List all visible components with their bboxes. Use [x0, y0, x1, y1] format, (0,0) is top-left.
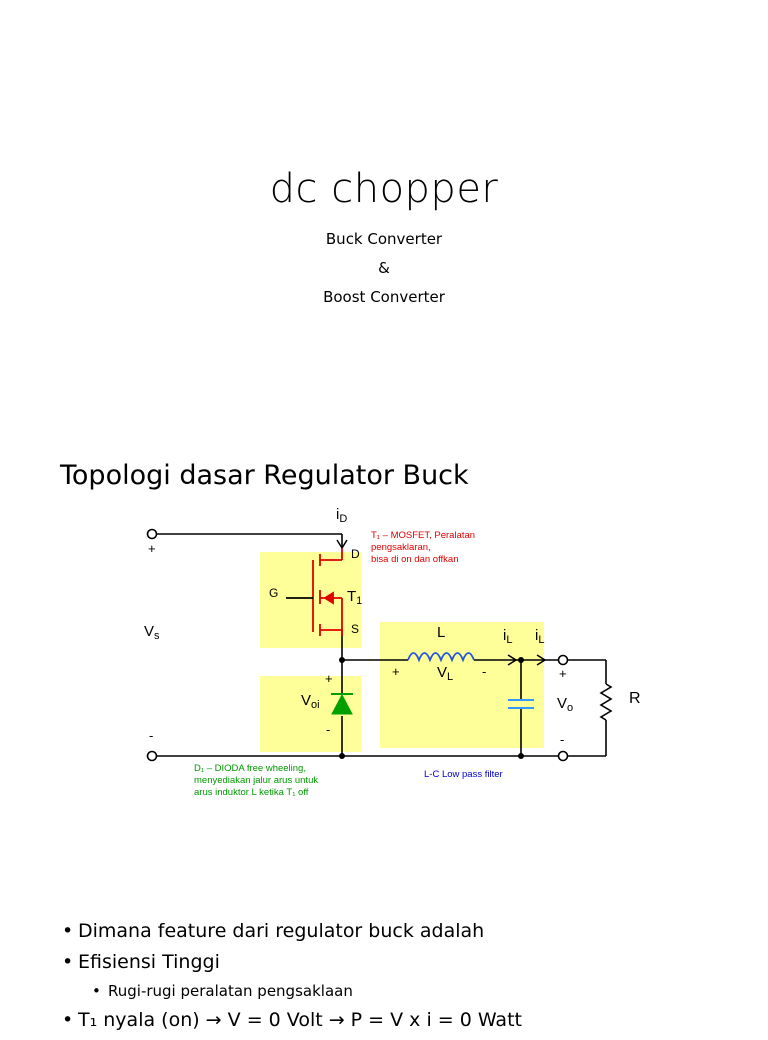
- resistor-icon: [599, 683, 613, 721]
- label-resistor: R: [629, 690, 641, 707]
- label-VL-minus: -: [482, 664, 486, 679]
- input-terminal-plus: [146, 528, 158, 540]
- bullet-subitem: •Rugi-rugi peralatan pengsaklaan: [92, 982, 353, 1000]
- label-input-plus: +: [148, 541, 156, 556]
- output-terminal-minus: [557, 750, 569, 762]
- note-filter: L-C Low pass filter: [424, 769, 503, 780]
- note-mosfet-line-1: T₁ – MOSFET, Peralatan: [371, 530, 475, 541]
- capacitor-icon: [508, 699, 534, 709]
- label-Voi: Voi: [301, 692, 320, 711]
- mosfet-highlight: [260, 552, 361, 648]
- note-diode-line-1: D₁ – DIODA free wheeling,: [194, 763, 306, 774]
- inductor-icon: [407, 652, 475, 663]
- subtitle-line-3: Boost Converter: [323, 288, 445, 306]
- label-iL-1: iL: [503, 627, 512, 646]
- buck-converter-diagram: iD + - Vs D G S T1 L iL iL VL + - Voi + …: [144, 506, 641, 798]
- label-drain: D: [351, 547, 360, 561]
- junction-bottom-diode: [339, 753, 345, 759]
- note-mosfet-line-2: pengsaklaran,: [371, 542, 431, 553]
- bullet-item: •Efisiensi Tinggi: [62, 951, 220, 973]
- iL-arrow-icon-2: [536, 654, 547, 666]
- note-diode-line-3: arus induktor L ketika T₁ off: [194, 787, 309, 798]
- label-VL: VL: [437, 664, 453, 683]
- diode-icon: [331, 693, 353, 715]
- label-inductor: L: [437, 624, 445, 641]
- junction-cap-top: [518, 657, 524, 663]
- bullet-item: •Dimana feature dari regulator buck adal…: [62, 920, 485, 942]
- label-VL-plus: +: [392, 664, 400, 679]
- bullet-item: •T₁ nyala (on) → V = 0 Volt → P = V x i …: [62, 1009, 522, 1031]
- label-Voi-minus: -: [326, 722, 330, 737]
- label-Voi-plus: +: [325, 671, 333, 686]
- junction-cap-bottom: [518, 753, 524, 759]
- label-Vo: Vo: [557, 695, 573, 714]
- label-T1: T1: [347, 588, 362, 607]
- label-gate: G: [269, 586, 278, 600]
- iL-arrow-icon-1: [507, 654, 518, 666]
- bullet-list: •Dimana feature dari regulator buck adal…: [62, 920, 522, 1040]
- note-mosfet-line-3: bisa di on dan offkan: [371, 554, 459, 565]
- input-terminal-minus: [146, 750, 158, 762]
- label-iD: iD: [336, 506, 347, 525]
- label-Vo-minus: -: [560, 732, 564, 747]
- label-Vs: Vs: [144, 623, 160, 642]
- slide-title: dc chopper: [269, 166, 499, 212]
- section-title: Topologi dasar Regulator Buck: [60, 460, 469, 491]
- junction-node: [339, 657, 345, 663]
- label-iL-2: iL: [535, 627, 544, 646]
- output-terminal-plus: [557, 654, 569, 666]
- label-Vo-plus: +: [559, 666, 567, 681]
- note-diode-line-2: menyediakan jalur arus untuk: [194, 775, 318, 786]
- label-source: S: [351, 622, 359, 636]
- subtitle-line-2: &: [378, 259, 390, 277]
- label-input-minus: -: [149, 728, 153, 743]
- subtitle-line-1: Buck Converter: [325, 230, 443, 248]
- filter-highlight: [380, 622, 544, 748]
- mosfet-icon: [286, 548, 343, 636]
